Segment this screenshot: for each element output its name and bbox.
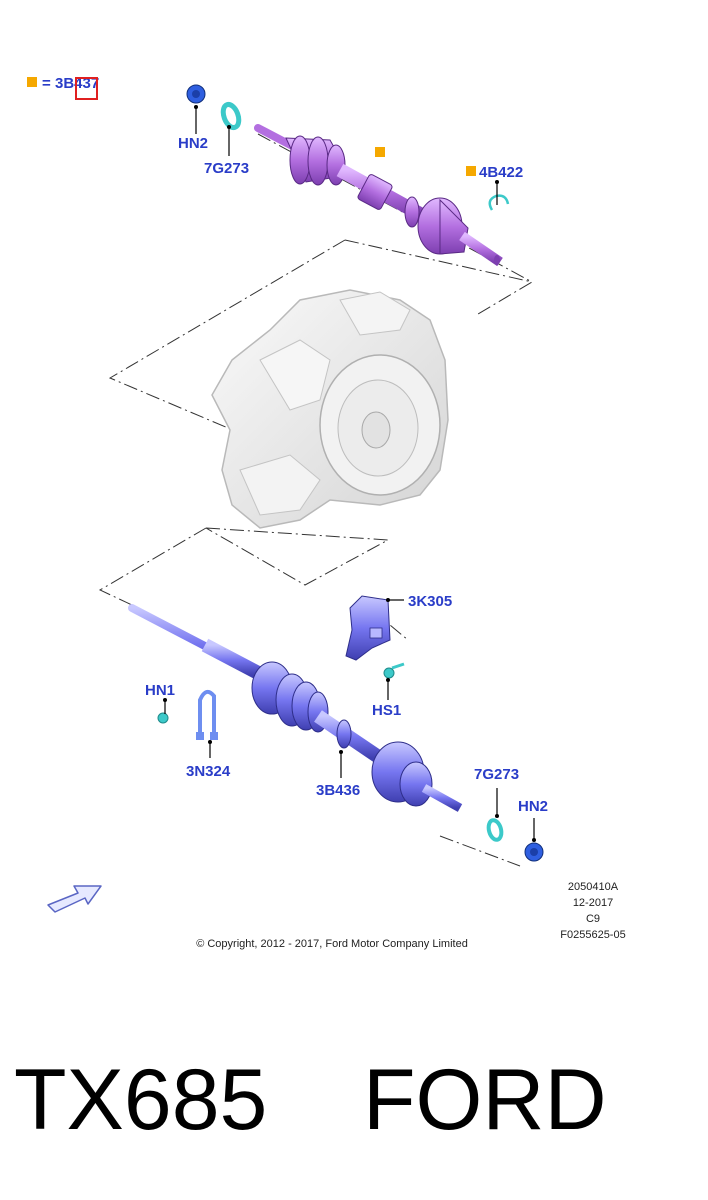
- illustration-date: 12-2017: [573, 897, 613, 909]
- label-3k305: 3K305: [408, 593, 452, 610]
- illustration-code: C9: [586, 913, 600, 925]
- parts-diagram: = 3B437: [27, 75, 626, 950]
- hn1-nut[interactable]: [157, 712, 169, 724]
- transmission-housing: [211, 289, 449, 529]
- 4b422-circlip[interactable]: [488, 194, 510, 211]
- copyright-notice: © Copyright, 2012 - 2017, Ford Motor Com…: [196, 938, 468, 950]
- legend-highlight-box[interactable]: [75, 77, 98, 100]
- label-hn1: HN1: [145, 682, 175, 699]
- 3n324-strap[interactable]: [196, 689, 218, 740]
- label-3b436: 3B436: [316, 782, 360, 799]
- legend: = 3B437: [27, 75, 99, 100]
- label-4b422: 4B422: [479, 164, 523, 181]
- label-hn2-top: HN2: [178, 135, 208, 152]
- lower-drive-shaft[interactable]: [128, 604, 463, 812]
- label-3n324: 3N324: [186, 763, 231, 780]
- hn2-bottom-nut[interactable]: [524, 842, 544, 862]
- label-hs1: HS1: [372, 702, 401, 719]
- orange-marker-icon: [375, 147, 385, 157]
- lower-alignment-outline: [98, 527, 521, 867]
- label-7g273-bottom: 7G273: [474, 766, 519, 783]
- legend-equals: =: [42, 75, 51, 92]
- orange-marker-icon: [466, 166, 476, 176]
- footer-title: TX685 FORD: [14, 1052, 607, 1148]
- upper-alignment-outline: [108, 133, 534, 429]
- label-7g273-top: 7G273: [204, 160, 249, 177]
- illustration-ref: F0255625-05: [560, 929, 625, 941]
- 7g273-top-washer[interactable]: [220, 101, 242, 131]
- label-hn2-bottom: HN2: [518, 798, 548, 815]
- upper-drive-shaft[interactable]: [254, 124, 503, 267]
- leader-lines: [163, 105, 536, 842]
- 7g273-bottom-washer[interactable]: [486, 818, 504, 842]
- illustration-id: 2050410A: [568, 881, 619, 893]
- orange-marker-icon: [27, 77, 37, 87]
- 3k305-bracket[interactable]: [345, 595, 391, 661]
- direction-arrow-icon: [47, 885, 102, 913]
- legend-code: 3B437: [55, 75, 99, 92]
- hs1-bolt[interactable]: [383, 662, 405, 679]
- hn2-top-nut[interactable]: [186, 84, 206, 104]
